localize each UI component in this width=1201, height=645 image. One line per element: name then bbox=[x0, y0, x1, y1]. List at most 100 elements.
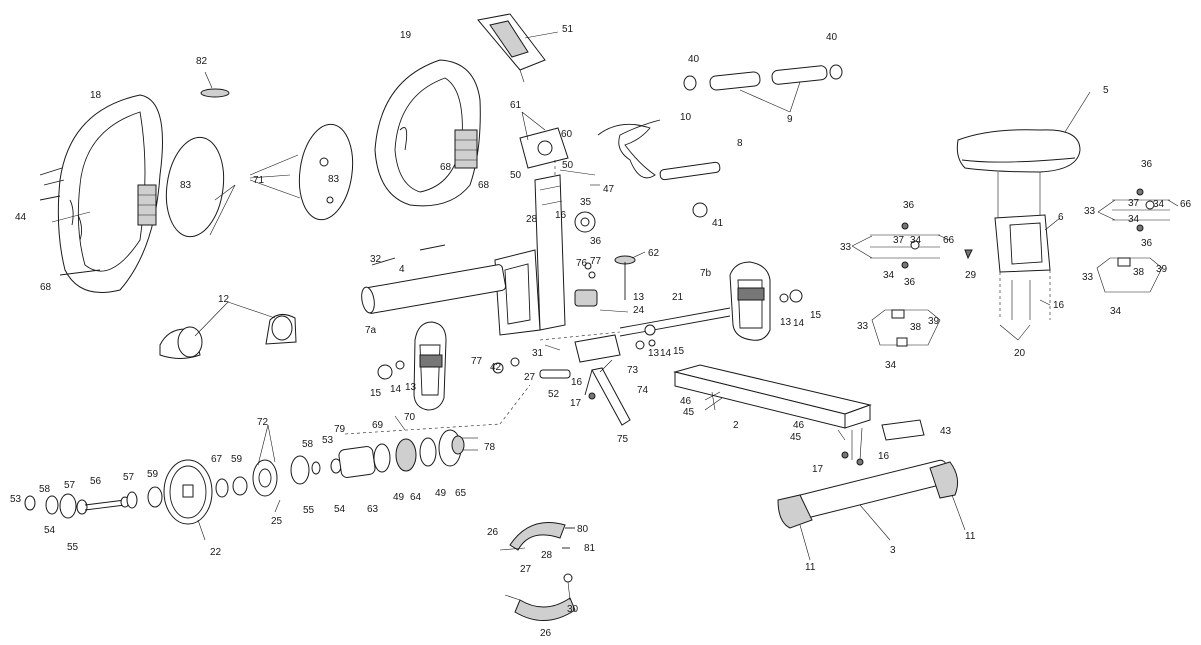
label-14b: 14 bbox=[660, 348, 672, 359]
label-49b: 49 bbox=[435, 488, 447, 499]
label-22: 22 bbox=[210, 547, 222, 558]
label-33c: 33 bbox=[1084, 206, 1096, 217]
label-29: 29 bbox=[965, 270, 977, 281]
seat-5 bbox=[956, 91, 1091, 173]
label-74: 74 bbox=[637, 385, 649, 396]
tension-knob-62 bbox=[614, 251, 646, 300]
label-15b: 15 bbox=[673, 346, 685, 357]
label-80: 80 bbox=[577, 524, 589, 535]
label-46b: 46 bbox=[793, 420, 805, 431]
label-53b: 53 bbox=[322, 435, 334, 446]
label-16d: 16 bbox=[878, 451, 890, 462]
label-63: 63 bbox=[367, 504, 379, 515]
label-36a: 36 bbox=[590, 236, 602, 247]
label-12: 12 bbox=[218, 294, 230, 305]
label-78: 78 bbox=[484, 442, 496, 453]
label-6: 6 bbox=[1058, 212, 1064, 223]
label-44: 44 bbox=[15, 212, 27, 223]
main-frame-2 bbox=[673, 364, 872, 466]
label-7b: 7b bbox=[700, 268, 712, 279]
label-3: 3 bbox=[890, 545, 896, 556]
label-77a: 77 bbox=[590, 256, 602, 267]
label-50a: 50 bbox=[510, 170, 522, 181]
label-20: 20 bbox=[1014, 348, 1026, 359]
label-82: 82 bbox=[196, 56, 208, 67]
label-27b: 27 bbox=[520, 564, 532, 575]
label-47: 47 bbox=[603, 184, 615, 195]
label-28b: 28 bbox=[541, 550, 553, 561]
label-17a: 17 bbox=[570, 398, 582, 409]
label-9: 9 bbox=[787, 114, 793, 125]
label-51: 51 bbox=[562, 24, 574, 35]
main-tube-4 bbox=[361, 244, 507, 314]
pedal-7a bbox=[377, 321, 447, 411]
label-4: 4 bbox=[399, 264, 405, 275]
part-29 bbox=[964, 249, 973, 260]
handlebar-grips-9 bbox=[683, 64, 843, 113]
label-54b: 54 bbox=[334, 504, 346, 515]
label-39b: 39 bbox=[1156, 264, 1168, 275]
label-5: 5 bbox=[1103, 85, 1109, 96]
handlebar-8 bbox=[659, 161, 721, 181]
label-19: 19 bbox=[400, 30, 412, 41]
label-8: 8 bbox=[737, 138, 743, 149]
part-41 bbox=[692, 202, 708, 218]
label-58a: 58 bbox=[39, 484, 51, 495]
label-59b: 59 bbox=[231, 454, 243, 465]
label-11a: 11 bbox=[805, 562, 816, 573]
label-33d: 33 bbox=[1082, 272, 1094, 283]
label-68b: 68 bbox=[440, 162, 452, 173]
label-14c: 14 bbox=[390, 384, 402, 395]
pad-43 bbox=[881, 419, 925, 441]
label-66a: 66 bbox=[943, 235, 955, 246]
label-36c: 36 bbox=[904, 277, 916, 288]
callout-labels: 2 3 4 5 6 7a 7b 8 9 10 11 11 12 13 13 13… bbox=[10, 24, 1192, 639]
label-38a: 38 bbox=[910, 322, 922, 333]
label-35: 35 bbox=[580, 197, 592, 208]
label-45b: 45 bbox=[790, 432, 802, 443]
bracket-60 bbox=[519, 111, 569, 169]
label-76: 76 bbox=[576, 258, 588, 269]
label-57a: 57 bbox=[64, 480, 76, 491]
console-51 bbox=[477, 13, 559, 83]
label-70: 70 bbox=[404, 412, 416, 423]
part-82 bbox=[200, 88, 230, 98]
brake-shoes-26 bbox=[499, 522, 576, 621]
label-11b: 11 bbox=[965, 531, 976, 542]
label-13d: 13 bbox=[405, 382, 417, 393]
label-17b: 17 bbox=[812, 464, 824, 475]
bolt-cluster-38-left bbox=[871, 309, 941, 347]
upright-column bbox=[494, 160, 600, 336]
seat-post-6 bbox=[994, 172, 1061, 341]
label-16b: 16 bbox=[571, 377, 583, 388]
label-13a: 13 bbox=[633, 292, 645, 303]
label-34f: 34 bbox=[1110, 306, 1122, 317]
label-64: 64 bbox=[410, 492, 422, 503]
label-33a: 33 bbox=[840, 242, 852, 253]
left-cover-18 bbox=[57, 94, 163, 293]
label-67: 67 bbox=[211, 454, 223, 465]
label-2: 2 bbox=[733, 420, 739, 431]
brake-assembly-63-65 bbox=[290, 384, 531, 485]
axle-parts-53-59 bbox=[24, 424, 281, 519]
label-58b: 58 bbox=[302, 439, 314, 450]
label-15a: 15 bbox=[810, 310, 822, 321]
label-24: 24 bbox=[633, 305, 645, 316]
label-34e: 34 bbox=[1128, 214, 1140, 225]
label-53a: 53 bbox=[10, 494, 22, 505]
label-18: 18 bbox=[90, 90, 102, 101]
label-16c: 16 bbox=[1053, 300, 1065, 311]
label-16a: 16 bbox=[555, 210, 567, 221]
label-81: 81 bbox=[584, 543, 596, 554]
pulse-wire-10 bbox=[597, 119, 661, 179]
label-68a: 68 bbox=[40, 282, 52, 293]
label-34b: 34 bbox=[910, 235, 922, 246]
label-21: 21 bbox=[672, 292, 684, 303]
label-28a: 28 bbox=[526, 214, 538, 225]
label-15c: 15 bbox=[370, 388, 382, 399]
label-61: 61 bbox=[510, 100, 522, 111]
label-39a: 39 bbox=[928, 316, 940, 327]
screws-44-68 bbox=[39, 167, 101, 276]
pedal-7b bbox=[729, 261, 803, 341]
